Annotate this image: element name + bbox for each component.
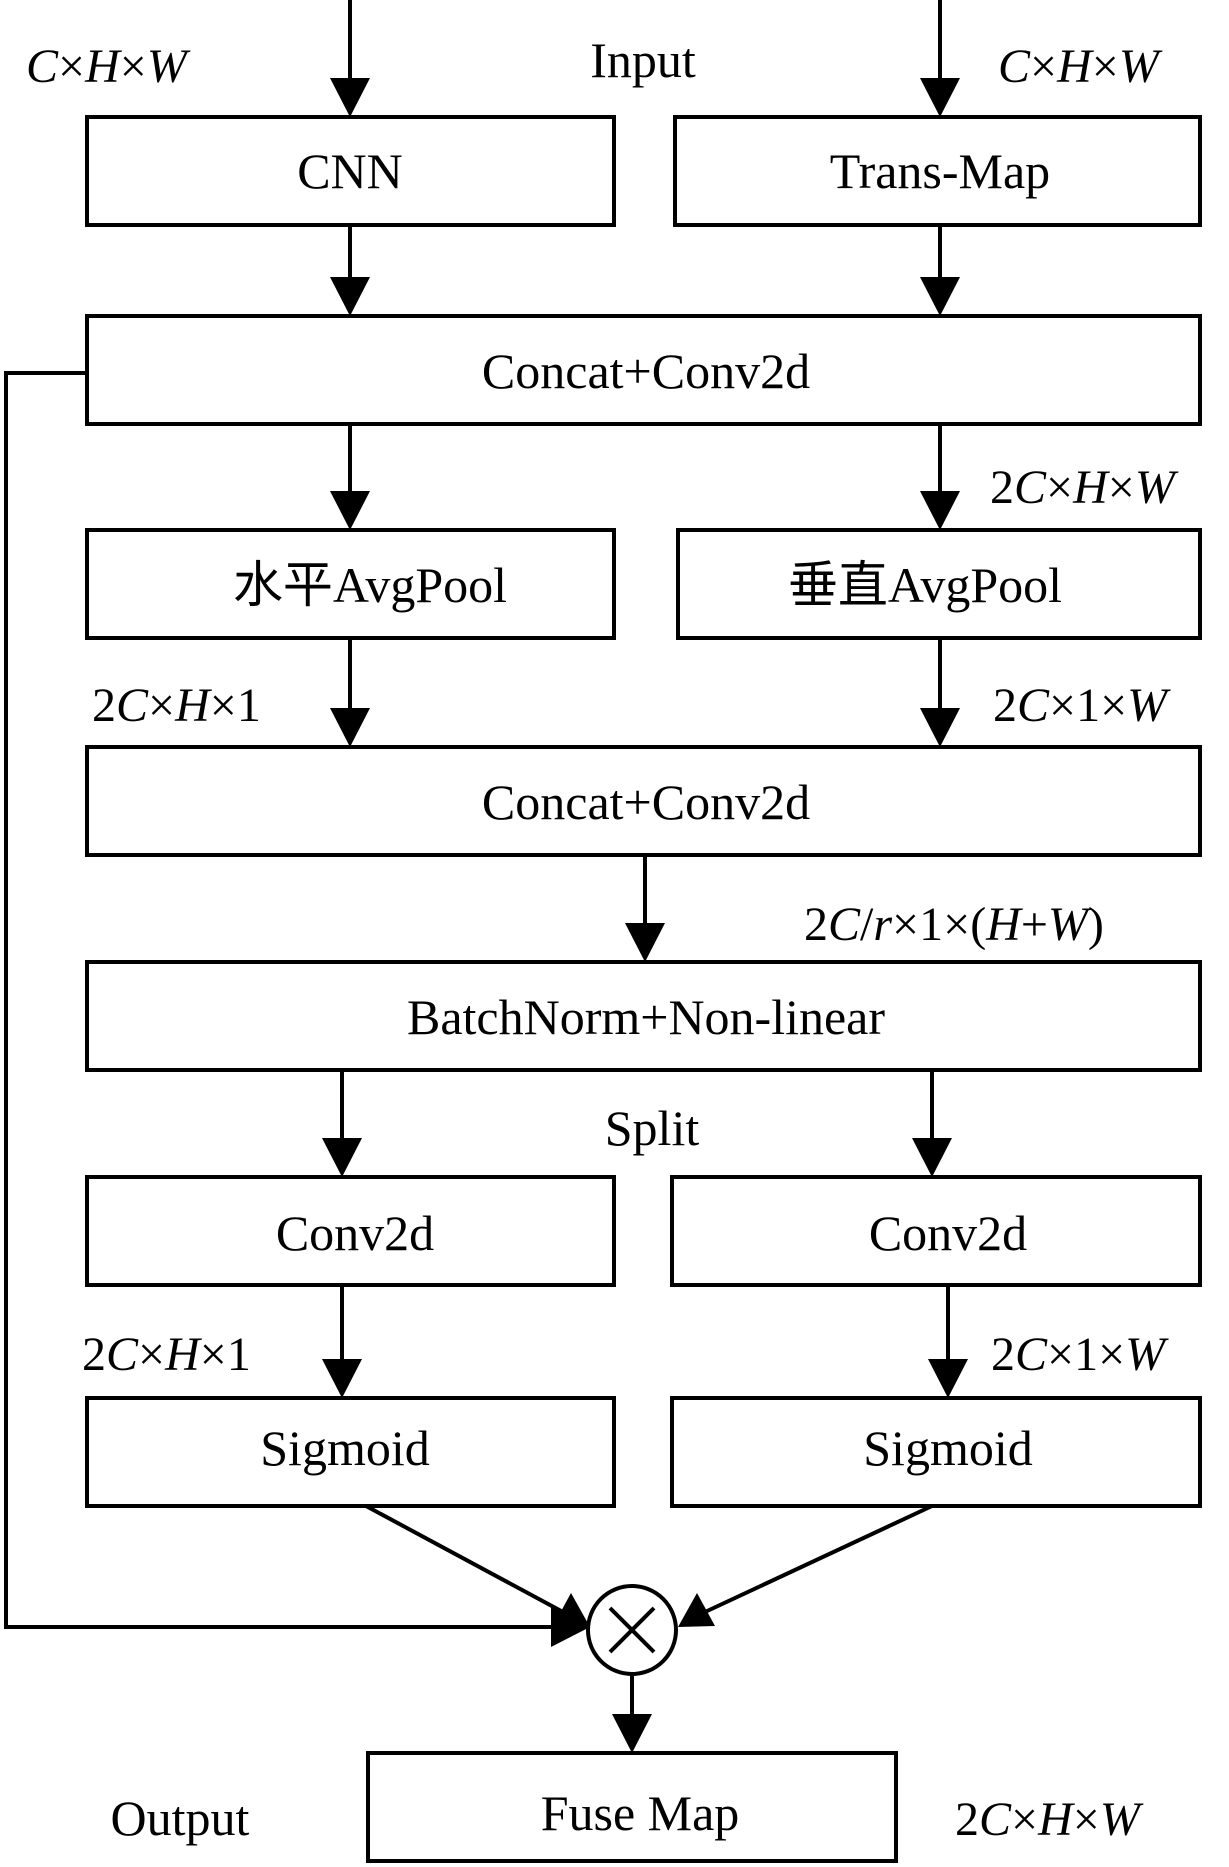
dim-output: 2C×H×W xyxy=(955,1793,1144,1846)
box-trans-map: Trans-Map xyxy=(673,115,1202,227)
dim-concat2-out: 2C/r×1×(H+W) xyxy=(804,898,1104,951)
multiply-operator xyxy=(586,1584,678,1676)
box-sigmoid-left-label: Sigmoid xyxy=(260,1420,429,1476)
box-conv2d-right: Conv2d xyxy=(670,1175,1202,1287)
arrow-input-to-trans-map xyxy=(920,0,960,117)
dim-after-concat-right: 2C×H×W xyxy=(990,461,1179,514)
box-concat-conv2d-1: Concat+Conv2d xyxy=(85,314,1202,426)
arrow-v-avgpool-to-concat xyxy=(920,638,960,747)
box-fuse-map-label: Fuse Map xyxy=(541,1785,740,1841)
dim-h-pool-out: 2C×H×1 xyxy=(92,679,261,732)
dim-v-pool-out: 2C×1×W xyxy=(993,679,1171,732)
box-sigmoid-right-label: Sigmoid xyxy=(863,1420,1032,1476)
box-conv2d-right-label: Conv2d xyxy=(869,1205,1027,1261)
box-vertical-avgpool-label: 垂直AvgPool xyxy=(788,557,1062,613)
box-batchnorm-nonlinear: BatchNorm+Non-linear xyxy=(85,960,1202,1072)
box-conv2d-left-label: Conv2d xyxy=(276,1205,434,1261)
dim-conv-right-out: 2C×1×W xyxy=(991,1328,1169,1381)
arrow-input-to-cnn xyxy=(330,0,370,117)
arrow-conv-to-sigmoid-left xyxy=(322,1285,362,1398)
box-horizontal-avgpool-label: 水平AvgPool xyxy=(233,557,507,613)
label-output: Output xyxy=(111,1790,250,1846)
box-horizontal-avgpool: 水平AvgPool xyxy=(85,528,616,640)
box-conv2d-left: Conv2d xyxy=(85,1175,616,1287)
arrow-concat-to-v-avgpool xyxy=(920,424,960,530)
arrow-sigmoid-left-to-multiply xyxy=(365,1504,590,1627)
dim-input-right: C×H×W xyxy=(998,40,1163,93)
box-trans-map-label: Trans-Map xyxy=(830,143,1050,199)
arrow-h-avgpool-to-concat xyxy=(330,638,370,747)
arrow-split-to-conv-left xyxy=(322,1070,362,1177)
dim-conv-left-out: 2C×H×1 xyxy=(82,1328,251,1381)
arrow-split-to-conv-right xyxy=(912,1070,952,1177)
box-cnn: CNN xyxy=(85,115,616,227)
arrow-concat-to-batchnorm xyxy=(625,855,665,962)
arrow-sigmoid-right-to-multiply xyxy=(678,1504,933,1627)
box-concat-conv2d-2: Concat+Conv2d xyxy=(85,745,1202,857)
box-cnn-label: CNN xyxy=(297,143,403,199)
arrow-concat-to-h-avgpool xyxy=(330,424,370,530)
box-concat-conv2d-1-label: Concat+Conv2d xyxy=(482,343,810,399)
arrow-conv-to-sigmoid-right xyxy=(928,1285,968,1398)
box-vertical-avgpool: 垂直AvgPool xyxy=(676,528,1202,640)
box-sigmoid-right: Sigmoid xyxy=(670,1396,1202,1508)
arrow-trans-map-to-concat xyxy=(920,225,960,316)
label-split: Split xyxy=(605,1100,700,1156)
dim-input-left: C×H×W xyxy=(26,40,191,93)
arrow-cnn-to-concat xyxy=(330,225,370,316)
arrow-multiply-to-fuse-map xyxy=(612,1674,652,1753)
box-concat-conv2d-2-label: Concat+Conv2d xyxy=(482,774,810,830)
box-batchnorm-nonlinear-label: BatchNorm+Non-linear xyxy=(407,989,885,1045)
label-input: Input xyxy=(590,32,696,88)
arrow-skip-connection xyxy=(4,371,590,1647)
box-fuse-map: Fuse Map xyxy=(366,1751,898,1863)
box-sigmoid-left: Sigmoid xyxy=(85,1396,616,1508)
